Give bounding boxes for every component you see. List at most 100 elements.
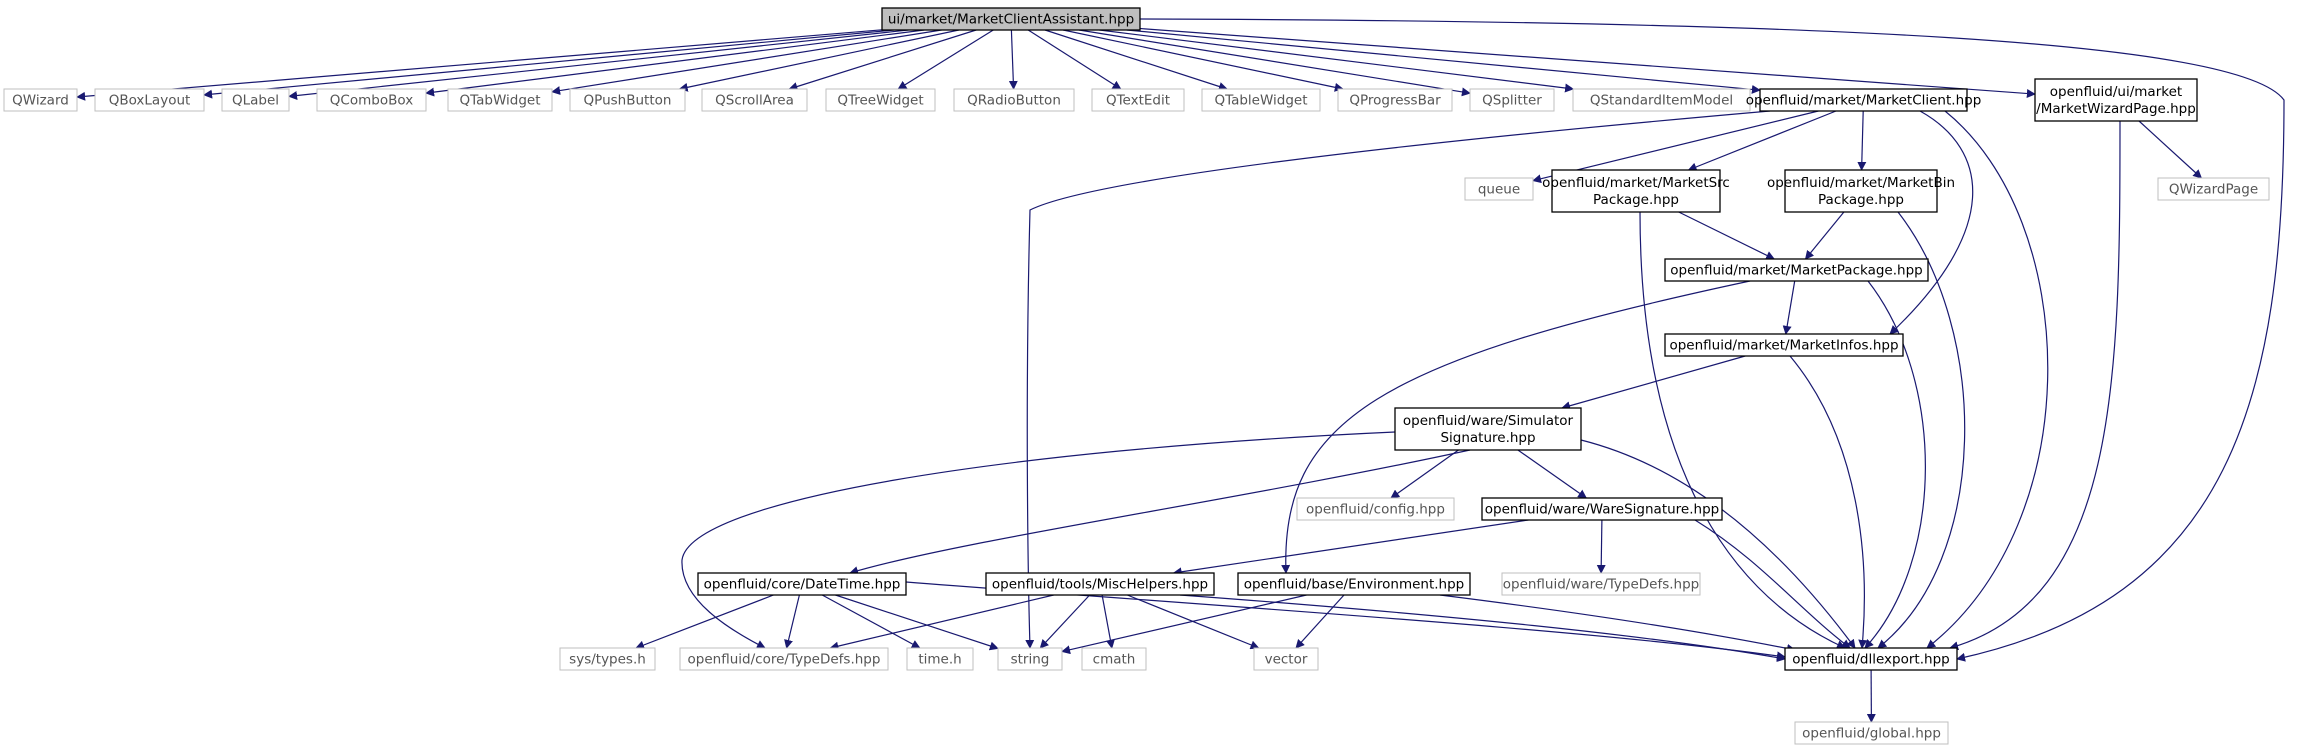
node-box <box>1237 572 1471 596</box>
edge-root-to-marketclient <box>1126 29 1761 94</box>
node-box <box>3 88 78 112</box>
edge-root-to-qtreewidget <box>897 29 994 90</box>
node-label: QRadioButton <box>967 93 1061 109</box>
node-marketwizardpage[interactable]: openfluid/ui/market/MarketWizardPage.hpp <box>2034 78 2198 122</box>
node-qtextedit: QTextEdit <box>1091 88 1185 112</box>
node-qstandarditemmodel: QStandardItemModel <box>1572 88 1751 112</box>
node-label: openfluid/tools/MiscHelpers.hpp <box>992 577 1208 593</box>
node-box <box>1201 88 1321 112</box>
node-box <box>1664 258 1929 282</box>
node-label: openfluid/ui/market <box>2050 84 2182 100</box>
node-marketclient[interactable]: openfluid/market/MarketClient.hpp <box>1746 88 1982 112</box>
node-qprogressbar: QProgressBar <box>1337 88 1453 112</box>
edge-simulatorsignature-to-config <box>1390 449 1459 499</box>
node-box <box>1081 647 1147 671</box>
edge-root-to-qcombobox <box>425 29 925 97</box>
node-label: QWizardPage <box>2169 182 2258 198</box>
node-label: openfluid/ware/Simulator <box>1403 413 1574 429</box>
node-label: openfluid/market/MarketBin <box>1767 175 1955 191</box>
node-label: openfluid/core/TypeDefs.hpp <box>688 652 881 668</box>
edge-root-to-qboxlayout <box>203 29 895 99</box>
node-timeh: time.h <box>906 647 974 671</box>
edge-simulatorsignature-to-coretypedefs <box>681 431 1396 649</box>
node-label: openfluid/ware/WareSignature.hpp <box>1485 502 1719 518</box>
node-environment[interactable]: openfluid/base/Environment.hpp <box>1237 572 1471 596</box>
node-qtablewidget: QTableWidget <box>1201 88 1321 112</box>
edge-root-to-qstandarditemmodel <box>1099 29 1575 93</box>
edge-environment-to-string <box>1061 594 1307 655</box>
edge-datetime-to-timeh <box>821 594 921 649</box>
edge-root-to-qscrollarea <box>788 29 977 91</box>
edge-marketwizardpage-to-dllexport <box>1949 120 2121 651</box>
edge-marketwizardpage-to-qwizardpage <box>2138 120 2203 179</box>
node-label: Signature.hpp <box>1440 430 1535 446</box>
edge-marketbinpackage-to-dllexport <box>1877 211 1966 649</box>
node-mischelpers[interactable]: openfluid/tools/MiscHelpers.hpp <box>985 572 1215 596</box>
node-label: vector <box>1265 652 1308 668</box>
edge-root-to-qlabel <box>288 29 909 101</box>
node-label: openfluid/ware/TypeDefs.hpp <box>1503 577 1700 593</box>
node-box <box>1253 647 1319 671</box>
node-qwizard: QWizard <box>3 88 78 112</box>
edge-mischelpers-to-string <box>1039 594 1091 649</box>
node-label: sys/types.h <box>569 652 646 668</box>
edge-root-to-qprogressbar <box>1062 29 1344 92</box>
node-label: openfluid/market/MarketInfos.hpp <box>1669 338 1898 354</box>
node-datetime[interactable]: openfluid/core/DateTime.hpp <box>697 572 907 596</box>
edge-root-to-qradiobutton <box>1008 29 1018 90</box>
node-label: QScrollArea <box>715 93 794 109</box>
node-label: cmath <box>1093 652 1136 668</box>
node-marketinfos[interactable]: openfluid/market/MarketInfos.hpp <box>1664 333 1904 357</box>
node-label: openfluid/market/MarketClient.hpp <box>1746 93 1982 109</box>
node-label: queue <box>1478 182 1520 198</box>
node-label: QProgressBar <box>1349 93 1441 109</box>
edge-marketbinpackage-to-marketpackage <box>1804 211 1845 260</box>
node-box <box>1464 177 1534 201</box>
node-qtreewidget: QTreeWidget <box>825 88 936 112</box>
node-box <box>1551 169 1721 213</box>
node-dllexport[interactable]: openfluid/dllexport.hpp <box>1784 647 1958 671</box>
edge-simulatorsignature-to-dllexport <box>1580 439 1856 649</box>
edge-marketclient-to-string <box>1025 110 1771 649</box>
node-label: Package.hpp <box>1593 192 1679 208</box>
node-box <box>94 88 205 112</box>
node-label: openfluid/core/DateTime.hpp <box>704 577 901 593</box>
node-label: Package.hpp <box>1818 192 1904 208</box>
node-box <box>221 88 290 112</box>
edge-datetime-to-coretypedefs <box>784 594 800 649</box>
edge-root-to-qsplitter <box>1078 29 1471 97</box>
node-qcombobox: QComboBox <box>316 88 427 112</box>
node-box <box>569 88 686 112</box>
node-queue: queue <box>1464 177 1534 201</box>
edge-marketclient-to-dllexport <box>1926 110 2049 649</box>
node-box <box>1784 647 1958 671</box>
node-label: openfluid/market/MarketSrc <box>1542 175 1730 191</box>
node-box <box>701 88 808 112</box>
edge-marketinfos-to-simulatorsignature <box>1561 355 1746 411</box>
node-box <box>1394 407 1582 451</box>
node-box <box>997 647 1063 671</box>
node-label: QBoxLayout <box>109 93 191 109</box>
node-label: ui/market/MarketClientAssistant.hpp <box>888 12 1134 28</box>
node-global: openfluid/global.hpp <box>1794 721 1949 745</box>
node-root[interactable]: ui/market/MarketClientAssistant.hpp <box>881 7 1141 31</box>
node-label: QLabel <box>232 93 279 109</box>
edge-marketpackage-to-marketinfos <box>1782 280 1796 335</box>
node-marketpackage[interactable]: openfluid/market/MarketPackage.hpp <box>1664 258 1929 282</box>
edge-mischelpers-to-dllexport <box>1179 594 1786 663</box>
node-waresignature[interactable]: openfluid/ware/WareSignature.hpp <box>1481 497 1723 521</box>
edge-simulatorsignature-to-datetime <box>849 449 1471 575</box>
node-coretypedefs: openfluid/core/TypeDefs.hpp <box>679 647 889 671</box>
node-box <box>1481 497 1723 521</box>
edge-marketinfos-to-dllexport <box>1789 355 1868 649</box>
node-label: QStandardItemModel <box>1590 93 1733 109</box>
node-label: openfluid/dllexport.hpp <box>1792 652 1949 668</box>
node-label: QSplitter <box>1482 93 1542 109</box>
node-box <box>447 88 553 112</box>
node-string: string <box>997 647 1063 671</box>
node-box <box>1759 88 1968 112</box>
edge-marketclient-to-marketinfos <box>1889 110 1974 335</box>
